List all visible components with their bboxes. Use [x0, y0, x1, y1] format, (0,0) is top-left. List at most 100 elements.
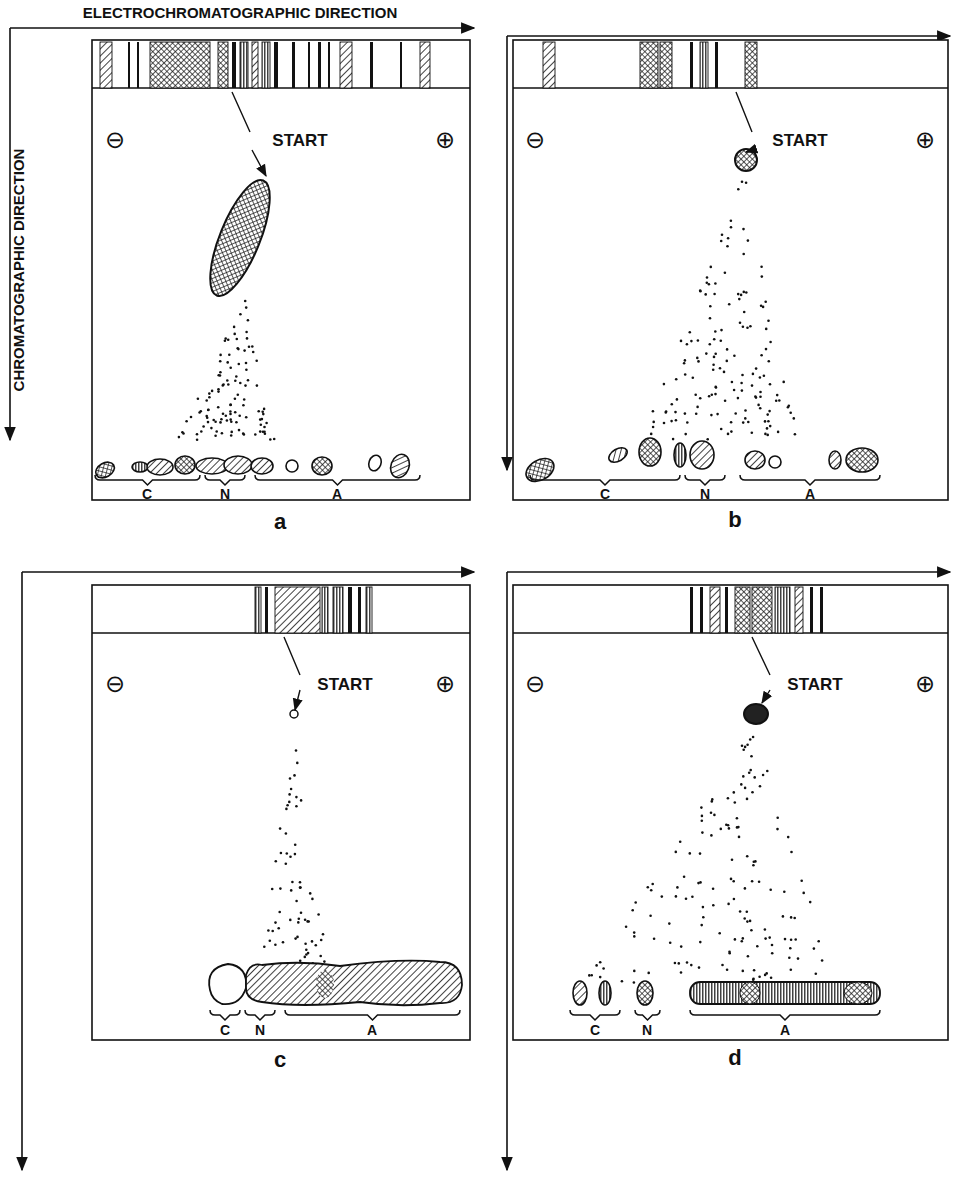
trail-dot — [599, 961, 602, 964]
trail-dot — [286, 852, 289, 855]
trail-dot — [740, 783, 743, 786]
trail-dot — [700, 924, 703, 927]
trail-dot — [726, 245, 729, 248]
trail-dot — [794, 938, 797, 941]
group-brackets — [95, 475, 880, 1020]
trail-dot — [741, 940, 744, 943]
trail-dot — [720, 828, 723, 831]
trail-dot — [290, 788, 293, 791]
trail-dot — [260, 424, 263, 427]
group-letter: C — [600, 487, 610, 501]
trail-dot — [731, 381, 734, 384]
electrode-circle — [433, 128, 457, 152]
trail-dot — [690, 964, 693, 967]
trail-dot — [766, 434, 769, 437]
trail-dot — [295, 805, 298, 808]
trail-dot — [764, 974, 767, 977]
trail-dot — [767, 420, 770, 423]
trail-dot — [265, 422, 268, 425]
trail-dot — [720, 240, 723, 243]
trail-dot — [706, 276, 709, 279]
trail-dot — [233, 333, 236, 336]
trail-dot — [764, 433, 767, 436]
trail-dot — [238, 415, 241, 418]
trail-dot — [202, 425, 205, 428]
trail-dot — [300, 911, 303, 914]
trail-dot — [790, 938, 793, 941]
trail-dot — [595, 964, 598, 967]
trail-dot — [234, 397, 237, 400]
trail-dot — [708, 283, 711, 286]
trail-dot — [740, 294, 743, 297]
trail-dot — [245, 368, 248, 371]
trail-dot — [294, 853, 297, 856]
strip-band — [240, 42, 248, 88]
trail-dot — [745, 291, 748, 294]
strip-band — [328, 42, 330, 88]
group-letter: A — [780, 1023, 790, 1037]
panel-letter: a — [274, 511, 286, 533]
trail-dot — [255, 359, 258, 362]
trail-dot — [222, 412, 225, 415]
trail-dot — [307, 952, 310, 955]
trail-dot — [742, 970, 745, 973]
trail-dot — [742, 775, 745, 778]
trail-dot — [714, 352, 717, 355]
trail-dot — [733, 791, 736, 794]
trail-dot — [220, 418, 223, 421]
trail-dot — [299, 886, 302, 889]
trail-dot — [631, 909, 634, 912]
strip-band — [690, 42, 693, 88]
start-label: START — [787, 676, 842, 693]
spot — [93, 459, 117, 481]
anode-sign: ⊕ — [435, 128, 455, 152]
trail-dot — [742, 937, 745, 940]
trail-dot — [727, 433, 730, 436]
trail-dot — [764, 420, 767, 423]
electrode-circle — [523, 672, 547, 696]
strip-band — [690, 587, 693, 633]
trail-dot — [821, 959, 824, 962]
panel-letter: c — [274, 1049, 286, 1071]
strip-band — [292, 42, 295, 88]
bracket — [570, 1010, 620, 1020]
trail-dot — [709, 343, 712, 346]
trail-dot — [237, 348, 240, 351]
trail-dot — [217, 388, 220, 391]
trail-dot — [776, 394, 779, 397]
spot — [690, 441, 714, 469]
trail-dot — [697, 360, 700, 363]
electrophoresis-strips — [100, 42, 823, 633]
trail-dot — [700, 806, 703, 809]
trail-dot — [711, 393, 714, 396]
trail-dot — [782, 381, 785, 384]
trail-dot — [714, 282, 717, 285]
trail-dot — [289, 919, 292, 922]
trail-dot — [212, 419, 215, 422]
trail-dot — [728, 827, 731, 830]
trail-dot — [743, 291, 746, 294]
trail-dot — [711, 798, 714, 801]
trail-dot — [766, 427, 769, 430]
trail-dot — [669, 941, 672, 944]
trail-dot — [238, 363, 241, 366]
trail-dot — [322, 933, 325, 936]
spot — [316, 970, 334, 998]
trail-dot — [694, 394, 697, 397]
trail-dot — [743, 311, 746, 314]
trail-dot — [634, 901, 637, 904]
start-spot — [198, 173, 282, 303]
strip-band — [710, 587, 720, 633]
trail-dot — [746, 798, 749, 801]
trail-dot — [210, 427, 213, 430]
trail-dot — [704, 293, 707, 296]
axis-label: ELECTROCHROMATOGRAPHIC DIRECTION — [83, 5, 397, 20]
strip-band — [700, 42, 708, 88]
trail-dot — [784, 938, 787, 941]
trail-dot — [602, 967, 605, 970]
trail-dot — [752, 864, 755, 867]
trail-dot — [710, 812, 713, 815]
trail-dot — [689, 852, 692, 855]
trail-dot — [269, 939, 272, 942]
strip-band — [274, 42, 278, 88]
